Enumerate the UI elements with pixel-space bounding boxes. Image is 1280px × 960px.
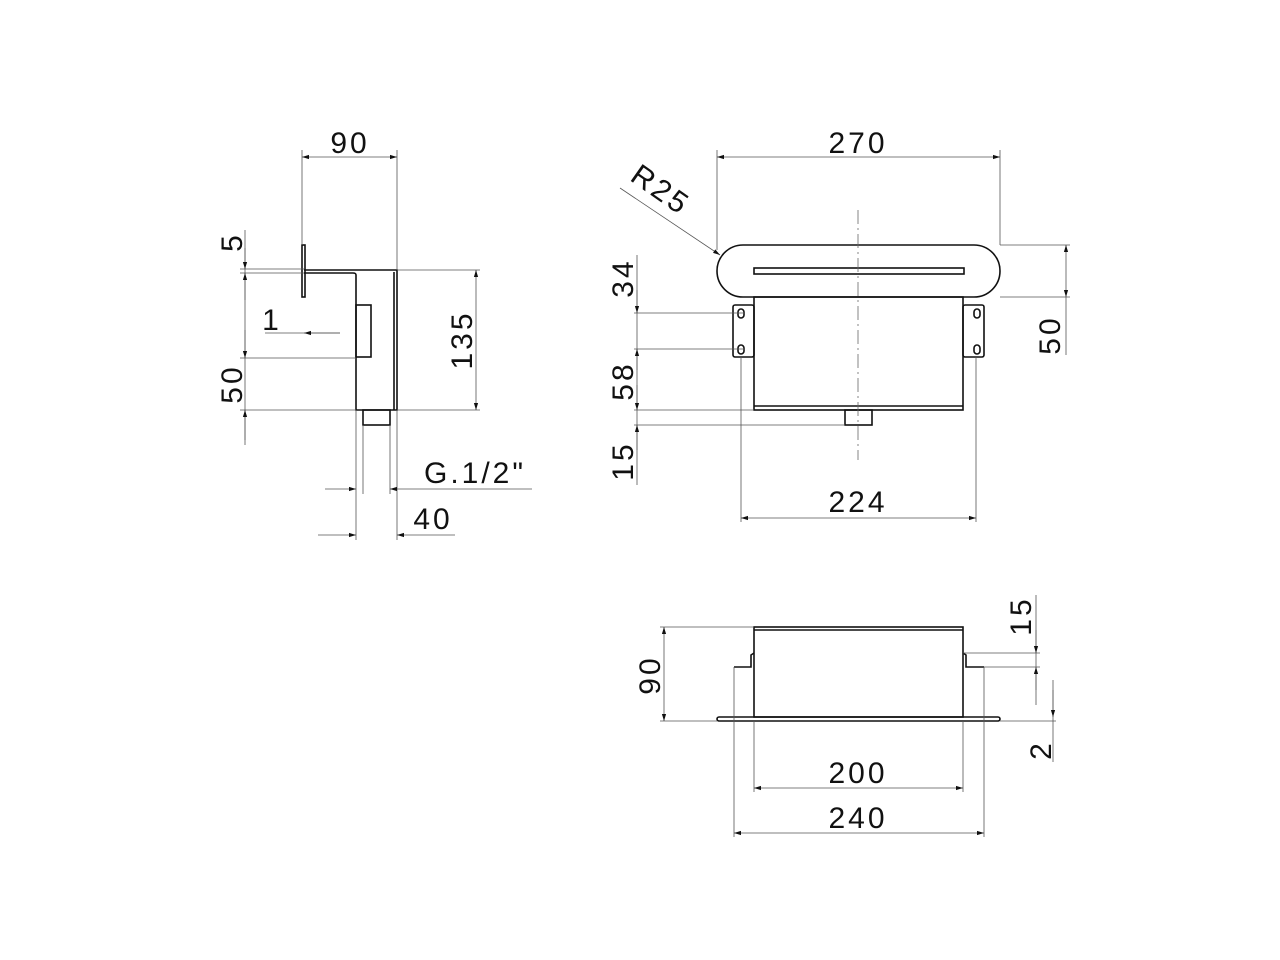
dim-side-plate: 5 [216, 232, 249, 252]
dim-front-top: 34 [607, 258, 640, 297]
dim-front-radius: R25 [625, 158, 696, 222]
dim-front-head: 50 [1034, 315, 1067, 354]
dim-bottom-tab: 15 [1005, 596, 1038, 635]
dim-front-mid: 58 [607, 361, 640, 400]
bracket-left [732, 304, 755, 358]
spout-head [716, 244, 1001, 298]
front-view: 270 R25 50 34 58 15 224 [607, 127, 1070, 522]
base-plate [716, 716, 1001, 722]
bottom-view: 90 15 2 200 240 [634, 595, 1058, 837]
side-body [304, 269, 398, 411]
front-body [753, 296, 964, 411]
dim-side-lower: 50 [216, 364, 249, 403]
dim-side-offset: 1 [262, 304, 282, 337]
tab-right [962, 652, 984, 668]
bracket-holes [737, 308, 981, 355]
radius-leader [619, 187, 721, 256]
dim-bottom-height: 90 [634, 655, 667, 694]
dim-side-width: 90 [330, 127, 369, 160]
side-stub [362, 409, 391, 426]
wall-plate [301, 244, 306, 298]
dim-front-stub: 15 [607, 441, 640, 480]
bottom-body [753, 626, 964, 718]
dim-front-width: 270 [828, 127, 887, 160]
dim-bottom-body-width: 200 [828, 757, 887, 790]
dim-side-height: 135 [446, 310, 479, 369]
side-view: 90 5 1 50 135 G.1/2" 40 [216, 127, 532, 540]
dim-bottom-plate: 2 [1025, 740, 1058, 760]
tab-left [734, 652, 755, 668]
bracket-right [962, 304, 985, 358]
side-inlet [355, 304, 372, 358]
dim-side-thread: G.1/2" [424, 457, 526, 490]
spout-slot [753, 267, 965, 275]
dim-side-depth: 40 [413, 503, 452, 536]
front-stub [844, 409, 873, 426]
dim-front-bracket-span: 224 [828, 486, 887, 519]
dim-bottom-flange-width: 240 [828, 802, 887, 835]
